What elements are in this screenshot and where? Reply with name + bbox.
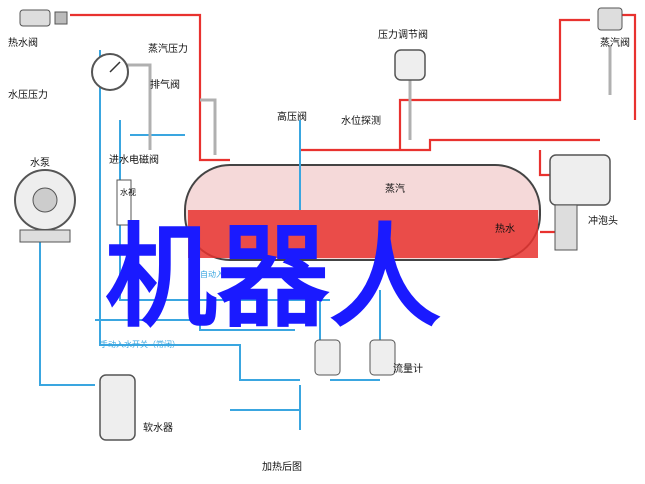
label-high-pressure-valve: 高压阀 [277, 110, 307, 123]
bubble-head [549, 154, 611, 251]
label-water-level-probe: 水位探测 [341, 114, 381, 127]
label-water-pressure: 水压压力 [8, 88, 48, 101]
pressure-regulator [394, 49, 426, 81]
softener [99, 374, 136, 441]
label-softener: 软水器 [143, 421, 173, 434]
hot-water-valve [19, 9, 68, 27]
label-steam: 蒸汽 [385, 182, 405, 195]
water-pump [14, 169, 76, 243]
labels: 热水阀 水压压力 蒸汽压力 排气阀 压力调节阀 蒸汽阀 水泵 高压阀 水位探测 … [8, 28, 630, 473]
sight-glass [116, 179, 132, 226]
overlay-text: 机器人 [105, 213, 441, 343]
label-hot-water: 热水 [495, 222, 515, 235]
label-pressure-regulator: 压力调节阀 [378, 28, 428, 41]
label-sight-glass: 水视 [120, 187, 136, 197]
label-steam-pressure: 蒸汽压力 [148, 42, 188, 55]
label-exhaust-valve: 排气阀 [150, 78, 180, 91]
cold-lines [39, 50, 381, 430]
diagram-caption: 加热后图 [262, 460, 302, 473]
label-steam-valve: 蒸汽阀 [600, 36, 630, 49]
gray-pipes [125, 45, 612, 155]
boiler-tank [184, 164, 541, 261]
pressure-gauge [91, 53, 129, 91]
label-hot-water-valve: 热水阀 [8, 36, 38, 49]
label-auto-inlet-switch: 自动入水开关（常开） [200, 269, 280, 279]
label-manual-inlet-switch: 手动入水开关（常闭） [100, 339, 180, 349]
label-bubble-head: 冲泡头 [588, 214, 618, 227]
flowmeter [314, 339, 396, 376]
label-water-pump: 水泵 [30, 157, 50, 169]
label-inlet-solenoid: 进水电磁阀 [109, 153, 159, 166]
steam-valve [597, 7, 623, 31]
label-flowmeter: 流量计 [393, 362, 423, 375]
